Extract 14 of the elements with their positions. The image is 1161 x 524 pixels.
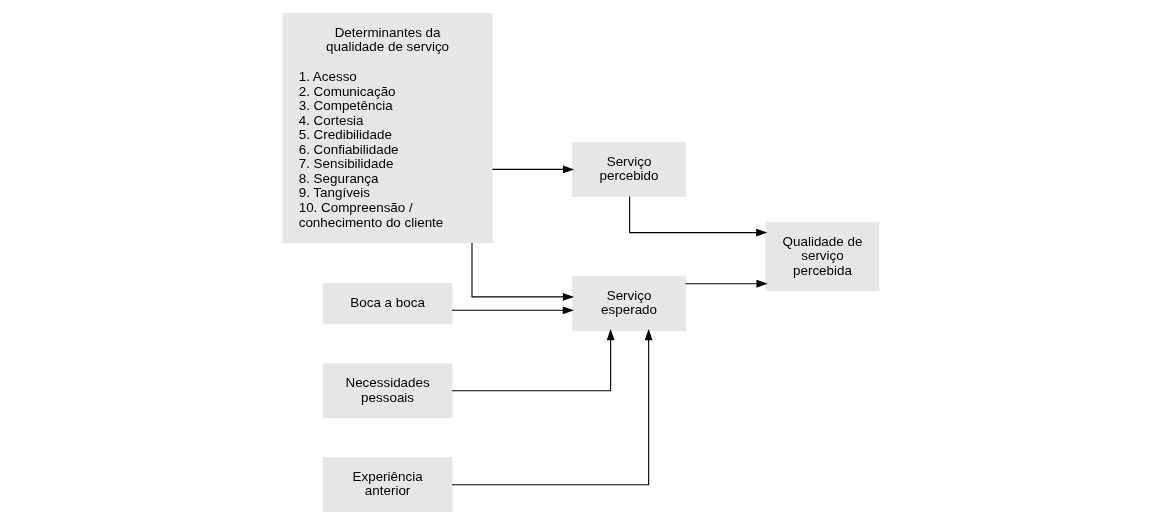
arrow	[450, 305, 574, 314]
node-box: Determinantes da qualidade de serviço 1. Acesso 2. Comunicação 3. Competência 4. Cortesia 5. Credibilidade 6. Confiabilidade 7. Sensibilidade 8. Segurança 9. Tangíveis 10. Compreensão / conhecimento do cliente	[282, 12, 493, 243]
node-box: Serviço esperado	[571, 275, 686, 331]
node-box: Serviço percebido	[571, 141, 686, 197]
arrow	[451, 328, 653, 485]
arrow	[628, 195, 767, 236]
node-box: Experiência anterior	[322, 456, 452, 512]
arrow	[451, 328, 615, 391]
arrow	[491, 165, 574, 173]
arrow	[470, 241, 574, 301]
node-box: Boca a boca	[322, 282, 452, 324]
node-box: Qualidade de serviço percebida	[764, 221, 879, 291]
arrow	[684, 279, 768, 288]
node-box: Necessidades pessoais	[322, 362, 452, 418]
